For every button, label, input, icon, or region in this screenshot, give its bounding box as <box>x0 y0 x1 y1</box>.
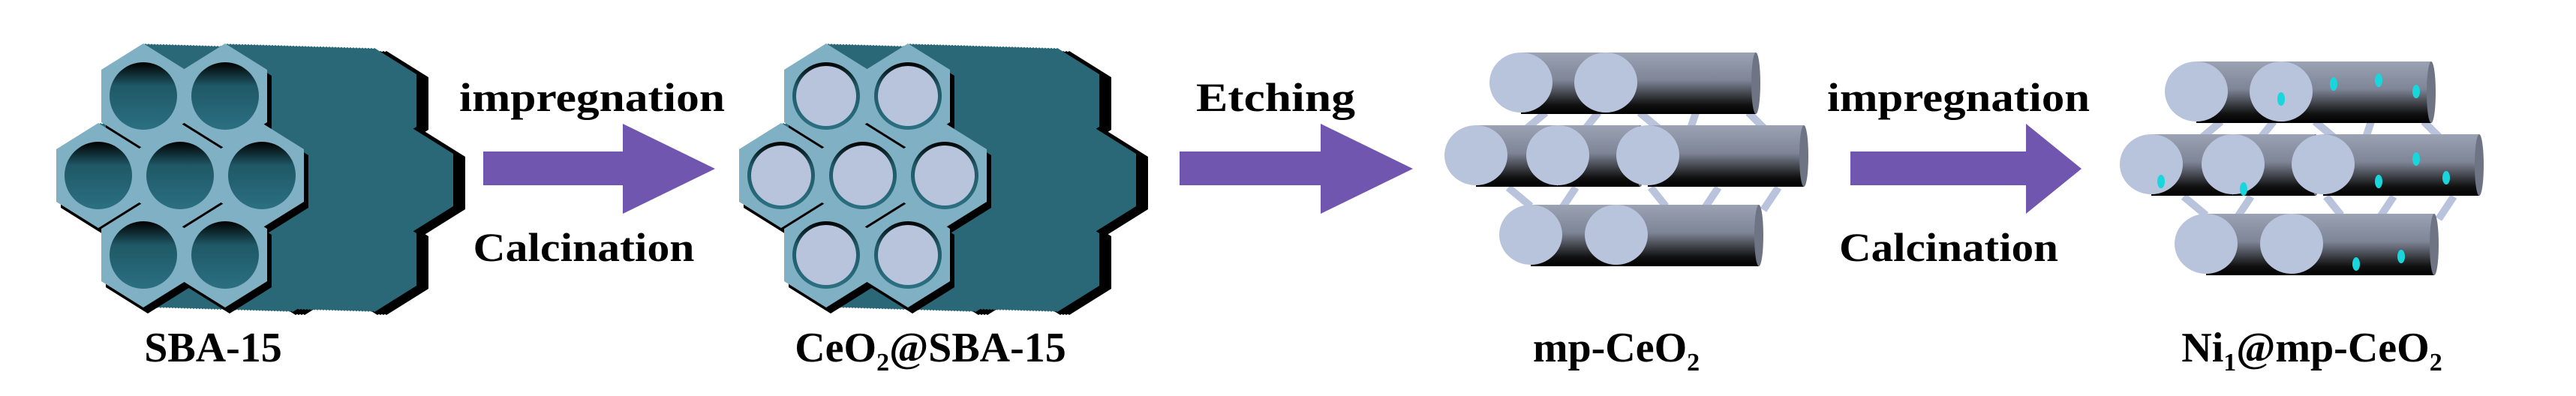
rod-face <box>2250 62 2313 122</box>
pore <box>228 142 296 209</box>
ni-single-atom <box>2375 74 2382 87</box>
step1-above-label: impregnation <box>459 75 725 120</box>
ni-single-atom <box>2412 85 2420 98</box>
step3-below-label: Calcination <box>1839 225 2058 270</box>
label-subscript: 2 <box>1687 349 1700 376</box>
ceria-rod-end <box>751 146 811 206</box>
ni-single-atom <box>2330 77 2337 91</box>
label-part: mp-CeO <box>1533 325 1687 371</box>
ceo2-sba15-structure <box>739 44 1148 315</box>
rod-end <box>2475 134 2484 196</box>
rod-end <box>2427 62 2436 123</box>
rod-face <box>2175 214 2238 274</box>
rod-end <box>1754 205 1763 266</box>
pore <box>191 62 259 130</box>
label-subscript: 1 <box>2223 349 2236 376</box>
strut <box>1505 184 1534 209</box>
strut <box>2323 194 2344 218</box>
label-subscript: 2 <box>876 349 889 376</box>
pore <box>110 62 177 130</box>
ceria-rod-end <box>833 146 893 206</box>
mp-ceo2-structure <box>1444 52 1808 266</box>
ceria-rod-end <box>796 225 856 285</box>
ni-single-atom <box>2240 182 2247 196</box>
ni-single-atom <box>2412 152 2420 166</box>
rod-face <box>1489 52 1553 112</box>
ni-single-atom <box>2375 175 2382 188</box>
rod-face <box>1444 125 1507 185</box>
rod-face <box>1526 125 1589 185</box>
step-arrow-2 <box>1180 124 1413 214</box>
label-part: CeO <box>795 325 876 371</box>
ni-single-atom <box>2442 171 2450 184</box>
label-part: @mp-CeO <box>2236 325 2429 371</box>
strut <box>2435 194 2457 221</box>
rod-face <box>2165 62 2228 122</box>
step3-above-label: impregnation <box>1827 75 2090 120</box>
pore <box>65 142 132 209</box>
rod-end <box>2430 214 2439 275</box>
rod-face <box>2120 134 2183 194</box>
ceria-rod-end <box>796 66 856 126</box>
pore <box>191 221 259 289</box>
stage-label-ni1-mp-ceo2: Ni1@mp-CeO2 <box>2181 325 2442 376</box>
rod-end <box>1799 125 1808 187</box>
rod-face <box>1574 52 1637 112</box>
label-part: Ni <box>2181 325 2223 371</box>
arrow-icon <box>483 124 715 214</box>
rod-face <box>2260 214 2323 274</box>
pore <box>146 142 214 209</box>
ceria-rod-end <box>915 146 975 206</box>
stage-label-mp-ceo2: mp-CeO2 <box>1533 325 1700 376</box>
step2-above-label: Etching <box>1196 75 1355 120</box>
rod-face <box>2202 134 2265 194</box>
label-part: @SBA-15 <box>889 325 1066 371</box>
strut <box>2181 194 2209 218</box>
ceria-rod-end <box>878 66 938 126</box>
strut <box>1760 185 1782 212</box>
stage-label-ceo2-sba15: CeO2@SBA-15 <box>795 325 1066 376</box>
ni-single-atom <box>2352 257 2360 271</box>
ni-single-atom <box>2277 92 2285 106</box>
sba15-structure <box>56 44 465 315</box>
ni-single-atom <box>2157 175 2165 188</box>
ni1-mp-ceo2-structure <box>2120 62 2484 275</box>
rod-face <box>1616 125 1679 185</box>
ni-single-atom <box>2397 250 2405 263</box>
step-arrow-3 <box>1850 124 2082 214</box>
strut <box>1648 184 1669 209</box>
arrow-icon <box>1180 124 1413 214</box>
rod-face <box>1499 205 1562 265</box>
step1-below-label: Calcination <box>473 225 695 270</box>
rod-face <box>1585 205 1648 265</box>
label-subscript: 2 <box>2430 349 2442 376</box>
pore <box>110 221 177 289</box>
arrow-icon <box>1850 124 2082 214</box>
rod-face <box>2292 134 2355 194</box>
rod-end <box>1751 52 1760 114</box>
ceria-rod-end <box>878 225 938 285</box>
stage-label-sba15: SBA-15 <box>144 325 282 371</box>
step-arrow-1 <box>483 124 715 214</box>
